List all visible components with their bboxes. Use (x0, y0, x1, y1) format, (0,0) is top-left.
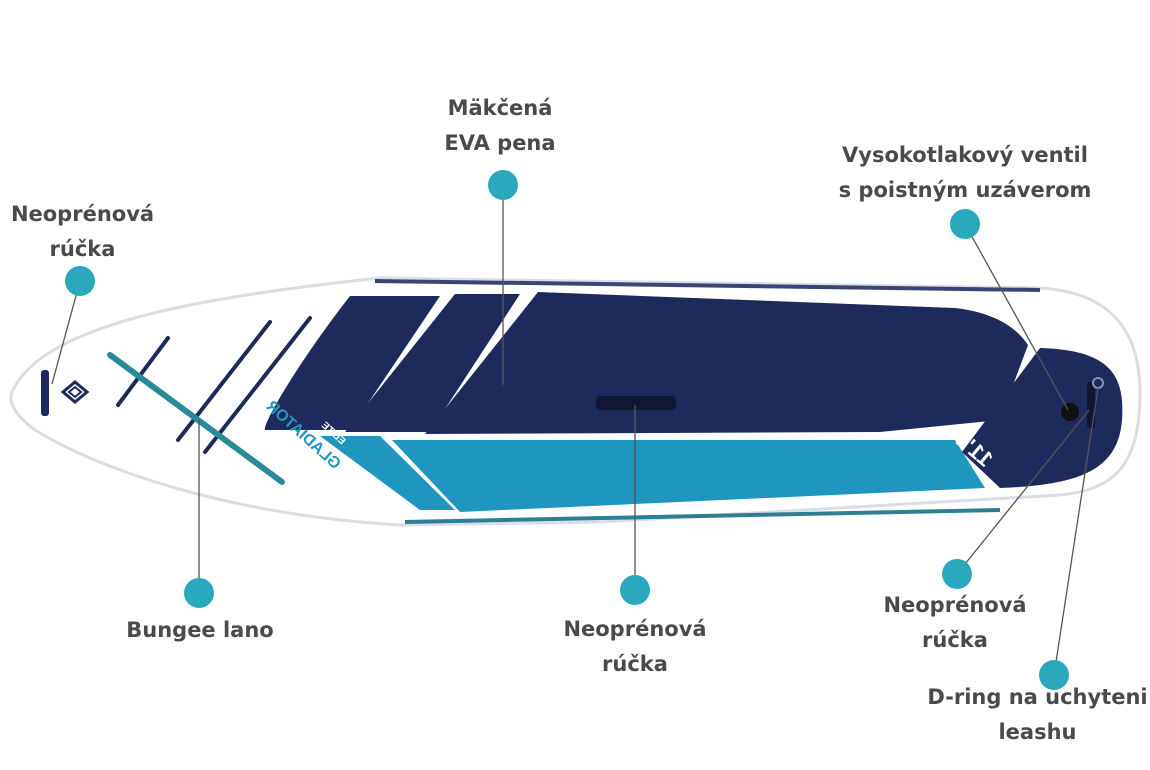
dot-eva-foam (488, 170, 518, 200)
dot-valve (950, 209, 980, 239)
deck-teal-stripe (392, 440, 985, 512)
board-bottom-edge (404, 508, 1001, 524)
dot-tail-handle (942, 559, 972, 589)
paddle-board: GLADIATOR ELITE 11'4 (9, 276, 1142, 527)
deck-pad-front-1 (264, 296, 440, 430)
label-bungee: Bungee lano (126, 618, 274, 642)
valve-icon (1061, 403, 1079, 421)
dot-bungee (184, 578, 214, 608)
dot-center-handle (620, 575, 650, 605)
leader-tail-handle (956, 409, 1090, 575)
deck-pad-front-2 (345, 294, 520, 432)
leader-d-ring (1053, 387, 1099, 676)
dot-d-ring (1039, 660, 1069, 690)
gladiator-logo-icon (60, 380, 90, 404)
deck-pad-tail (962, 348, 1123, 488)
dot-nose-handle (65, 266, 95, 296)
callout-leader-lines (51, 185, 1099, 676)
bungee-cords (107, 316, 312, 485)
leader-valve (964, 223, 1069, 411)
center-handle-strap (596, 396, 676, 410)
deck-teal-accent (320, 436, 455, 510)
tail-handle-strap (1087, 382, 1095, 428)
deck-pad-main (425, 292, 1028, 434)
nose-handle-strap (41, 370, 49, 416)
board-top-edge (374, 279, 1041, 292)
callout-dots (65, 170, 1069, 690)
leader-nose-handle (51, 280, 81, 385)
